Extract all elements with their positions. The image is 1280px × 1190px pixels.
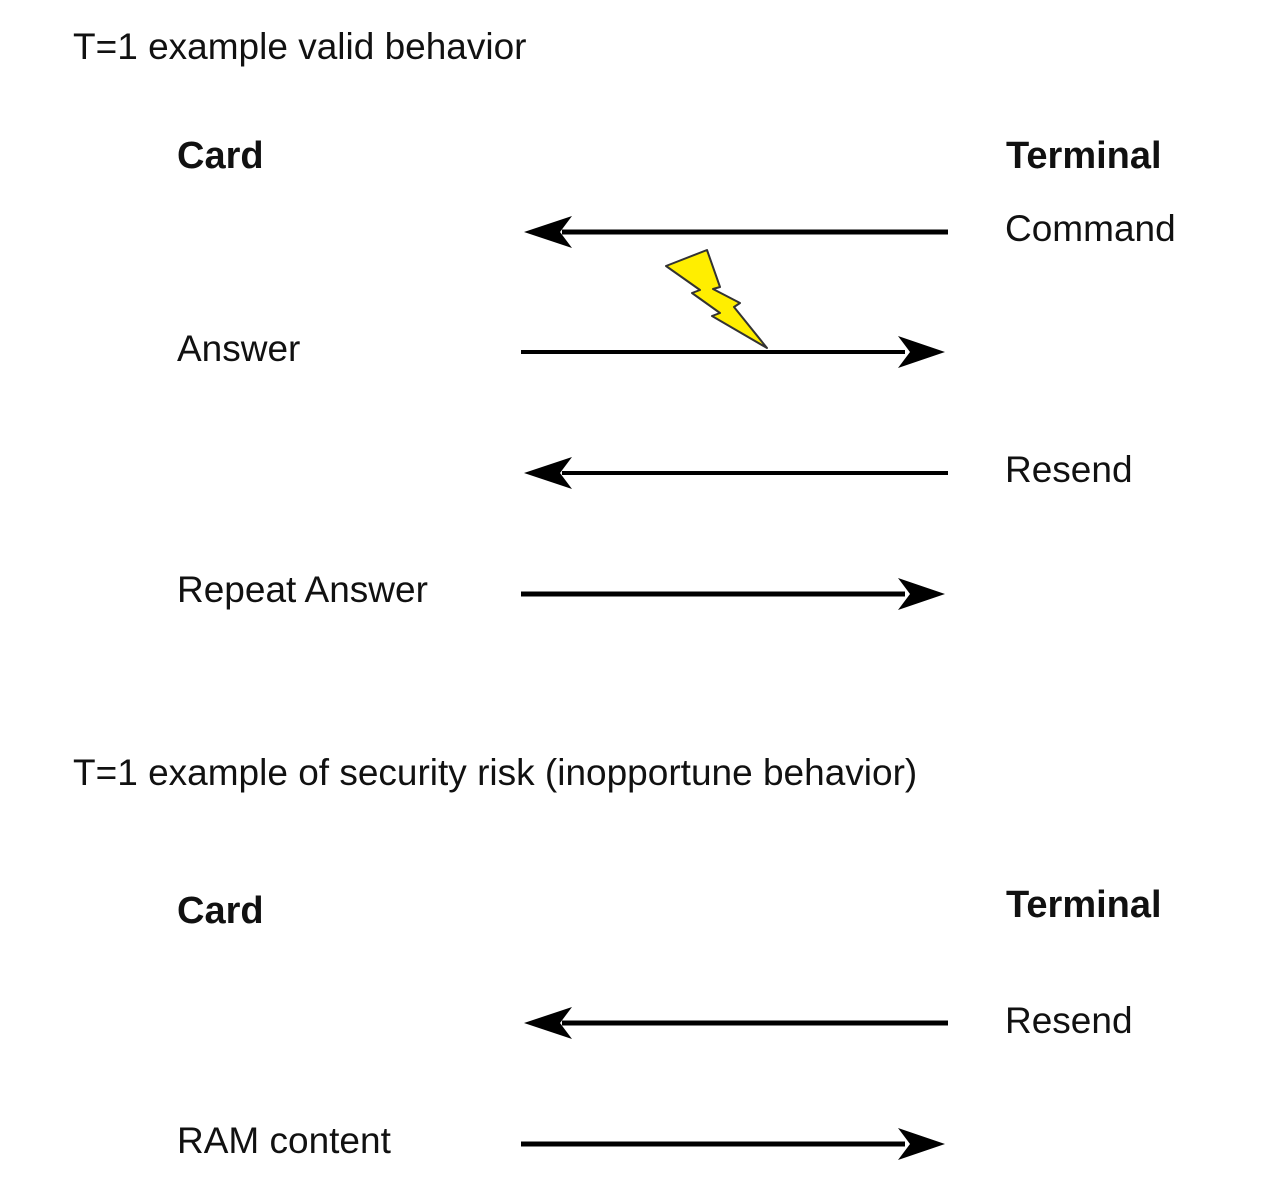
- diagram-1-card-header: Card: [177, 135, 264, 177]
- diagram-2-title: T=1 example of security risk (inopportun…: [73, 752, 918, 793]
- diagram-2-terminal-header: Terminal: [1006, 884, 1162, 926]
- diagram-1-message-2-label: Answer: [177, 328, 301, 369]
- diagram-1-message-1-label: Command: [1005, 208, 1176, 249]
- diagram-1-title: T=1 example valid behavior: [73, 26, 527, 67]
- diagram-2-card-header: Card: [177, 890, 264, 932]
- diagram-1-message-1-arrow: [524, 216, 948, 248]
- diagram-2-message-1-arrow: [524, 1007, 948, 1039]
- diagram-1-message-3-arrow: [524, 457, 948, 489]
- diagram-1-message-4-label: Repeat Answer: [177, 569, 428, 610]
- diagram-1-message-3-label: Resend: [1005, 449, 1133, 490]
- diagram-1-terminal-header: Terminal: [1006, 135, 1162, 177]
- diagram-1-message-4-arrow: [521, 578, 945, 610]
- lightning-bolt-icon: [665, 249, 768, 349]
- diagram-1-message-2-arrow: [521, 336, 945, 368]
- diagram-2-message-2-label: RAM content: [177, 1120, 391, 1161]
- diagram-2-message-2-arrow: [521, 1128, 945, 1160]
- diagram-2-message-1-label: Resend: [1005, 1000, 1133, 1041]
